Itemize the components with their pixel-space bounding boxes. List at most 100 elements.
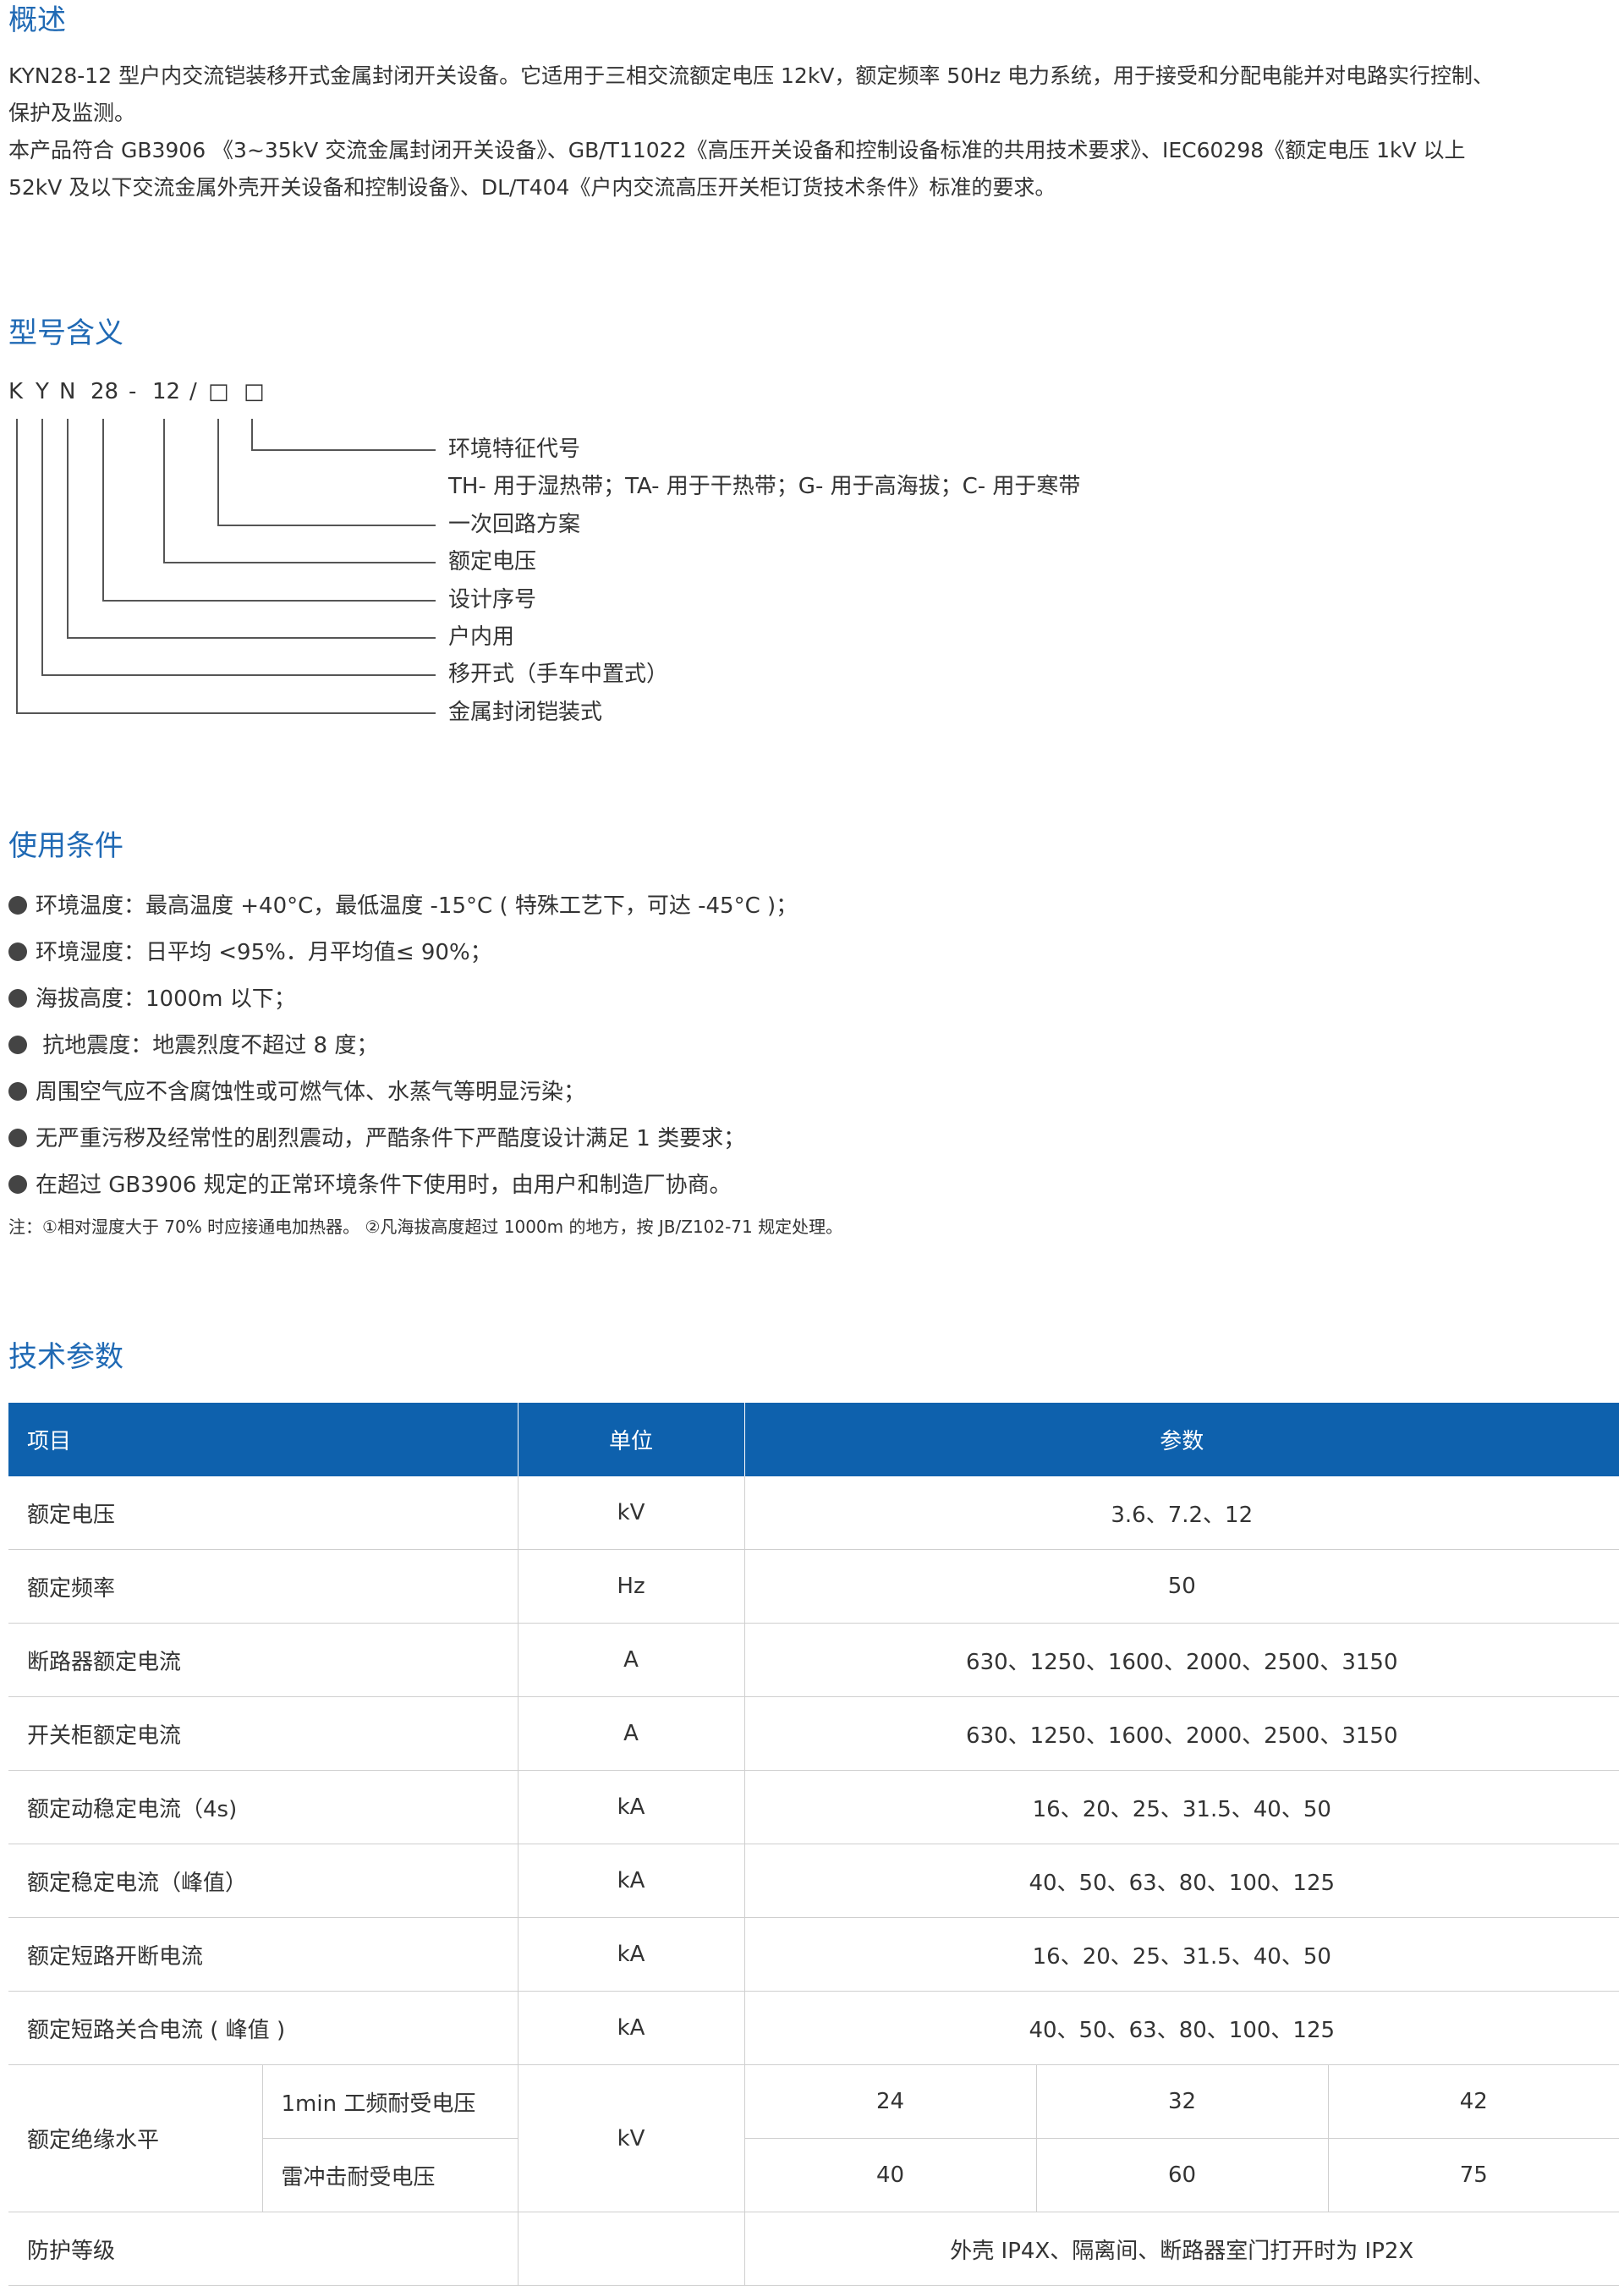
insulation-sub1-value: 24 <box>744 2064 1037 2139</box>
overview-title: 概述 <box>8 3 66 37</box>
overview-para2-line2: 52kV 及以下交流金属外壳开关设备和控制设备》、DL/T404《户内交流高压开… <box>8 175 1056 200</box>
row-item: 防护等级 <box>8 2212 518 2286</box>
table-row: 额定频率 Hz 50 <box>8 1549 1620 1624</box>
model-letter-12: 12 <box>152 379 181 404</box>
conditions-list: 环境温度：最高温度 +40°C，最低温度 -15°C ( 特殊工艺下，可达 -4… <box>8 883 798 1209</box>
model-letter-dash: - <box>129 379 137 404</box>
leader-withdrawable <box>41 419 436 676</box>
row-unit: kA <box>518 1770 745 1844</box>
row-item: 额定短路开断电流 <box>8 1917 518 1992</box>
table-row: 额定电压 kV 3.6、7.2、12 <box>8 1476 1620 1550</box>
table-row: 额定短路关合电流 ( 峰值 ) kA 40、50、63、80、100、125 <box>8 1991 1620 2065</box>
model-letter-28: 28 <box>91 379 119 404</box>
model-letter-slash: / <box>189 379 197 404</box>
legend-withdrawable: 移开式（手车中置式） <box>448 662 669 687</box>
row-value: 630、1250、1600、2000、2500、3150 <box>744 1623 1620 1697</box>
row-item: 额定短路关合电流 ( 峰值 ) <box>8 1991 518 2065</box>
row-unit: kA <box>518 1991 745 2065</box>
legend-env-details: TH- 用于湿热带；TA- 用于干热带；G- 用于高海拔；C- 用于寒带 <box>448 474 1081 499</box>
insulation-sub2-value: 75 <box>1328 2138 1620 2212</box>
row-item: 额定动稳定电流（4s) <box>8 1770 518 1844</box>
row-unit-empty <box>518 2212 745 2286</box>
condition-item: 环境湿度：日平均 <95%．月平均值≤ 90%； <box>8 930 798 976</box>
header-param: 参数 <box>744 1403 1620 1476</box>
bullet-icon <box>8 1082 27 1101</box>
leader-env-code <box>251 419 436 451</box>
row-value: 40、50、63、80、100、125 <box>744 1991 1620 2065</box>
legend-indoor: 户内用 <box>448 624 515 650</box>
insulation-unit: kV <box>518 2064 745 2212</box>
row-unit: Hz <box>518 1549 745 1624</box>
row-unit: kV <box>518 1476 745 1550</box>
leader-indoor <box>67 419 436 639</box>
model-letter-y: Y <box>36 379 49 404</box>
row-value: 外壳 IP4X、隔离间、断路器室门打开时为 IP2X <box>744 2212 1620 2286</box>
model-title: 型号含义 <box>8 316 123 350</box>
row-unit: kA <box>518 1917 745 1992</box>
row-value: 16、20、25、31.5、40、50 <box>744 1917 1620 1992</box>
row-item: 额定频率 <box>8 1549 518 1624</box>
model-box-1: □ <box>208 379 229 404</box>
table-row-insulation-2: 雷冲击耐受电压 40 60 75 <box>8 2138 1620 2212</box>
condition-item: 周围空气应不含腐蚀性或可燃气体、水蒸气等明显污染； <box>8 1069 798 1116</box>
row-value: 50 <box>744 1549 1620 1624</box>
row-value: 630、1250、1600、2000、2500、3150 <box>744 1696 1620 1771</box>
legend-design-no: 设计序号 <box>448 587 537 613</box>
insulation-sub2-value: 60 <box>1036 2138 1329 2212</box>
insulation-sub1-value: 32 <box>1036 2064 1329 2139</box>
model-leader-lines <box>16 419 436 714</box>
table-row: 开关柜额定电流 A 630、1250、1600、2000、2500、3150 <box>8 1696 1620 1771</box>
legend-armored: 金属封闭铠装式 <box>448 700 603 725</box>
model-box-2: □ <box>244 379 265 404</box>
bullet-icon <box>8 1036 27 1054</box>
legend-circuit-scheme: 一次回路方案 <box>448 512 581 537</box>
conditions-note: 注：①相对湿度大于 70% 时应接通电加热器。 ②凡海拔高度超过 1000m 的… <box>8 1217 843 1237</box>
conditions-title: 使用条件 <box>8 829 123 863</box>
overview-para1-line1: KYN28-12 型户内交流铠装移开式金属封闭开关设备。它适用于三相交流额定电压… <box>8 63 1495 88</box>
condition-item: 在超过 GB3906 规定的正常环境条件下使用时，由用户和制造厂协商。 <box>8 1162 798 1209</box>
table-header-row: 项目 单位 参数 <box>8 1403 1620 1476</box>
row-item: 断路器额定电流 <box>8 1623 518 1697</box>
leader-armored <box>16 419 436 714</box>
model-letter-k: K <box>8 379 24 404</box>
table-row-protection: 防护等级 外壳 IP4X、隔离间、断路器室门打开时为 IP2X <box>8 2212 1620 2286</box>
row-value: 16、20、25、31.5、40、50 <box>744 1770 1620 1844</box>
overview-para1-line2: 保护及监测。 <box>8 101 136 125</box>
table-row: 断路器额定电流 A 630、1250、1600、2000、2500、3150 <box>8 1623 1620 1697</box>
insulation-sub1-value: 42 <box>1328 2064 1620 2139</box>
leader-circuit-scheme <box>217 419 436 526</box>
bullet-icon <box>8 942 27 961</box>
model-letter-n: N <box>59 379 76 404</box>
insulation-sub1-label: 1min 工频耐受电压 <box>262 2064 518 2139</box>
overview-body: KYN28-12 型户内交流铠装移开式金属封闭开关设备。它适用于三相交流额定电压… <box>8 58 1616 206</box>
insulation-sub2-value: 40 <box>744 2138 1037 2212</box>
overview-para2-line1: 本产品符合 GB3906 《3~35kV 交流金属封闭开关设备》、GB/T110… <box>8 138 1466 162</box>
legend-env-code: 环境特征代号 <box>448 437 581 462</box>
row-item-insulation: 额定绝缘水平 <box>8 2064 263 2212</box>
condition-item: 环境温度：最高温度 +40°C，最低温度 -15°C ( 特殊工艺下，可达 -4… <box>8 883 798 930</box>
header-item: 项目 <box>8 1403 518 1476</box>
bullet-icon <box>8 896 27 915</box>
header-unit: 单位 <box>518 1403 745 1476</box>
condition-item: 抗地震度：地震烈度不超过 8 度； <box>8 1023 798 1069</box>
tech-params-table: 项目 单位 参数 额定电压 kV 3.6、7.2、12 额定频率 Hz 50 断… <box>8 1403 1620 2286</box>
insulation-sub2-label: 雷冲击耐受电压 <box>262 2138 518 2212</box>
row-value: 40、50、63、80、100、125 <box>744 1844 1620 1918</box>
table-row: 额定动稳定电流（4s) kA 16、20、25、31.5、40、50 <box>8 1770 1620 1844</box>
table-row: 额定短路开断电流 kA 16、20、25、31.5、40、50 <box>8 1917 1620 1992</box>
condition-item: 无严重污秽及经常性的剧烈震动，严酷条件下严酷度设计满足 1 类要求； <box>8 1116 798 1162</box>
table-row-insulation: 额定绝缘水平 1min 工频耐受电压 kV 24 32 42 <box>8 2064 1620 2212</box>
table-row: 额定稳定电流（峰值） kA 40、50、63、80、100、125 <box>8 1844 1620 1918</box>
tech-title: 技术参数 <box>8 1340 123 1374</box>
row-unit: A <box>518 1696 745 1771</box>
bullet-icon <box>8 1175 27 1194</box>
row-item: 开关柜额定电流 <box>8 1696 518 1771</box>
row-value: 3.6、7.2、12 <box>744 1476 1620 1550</box>
leader-rated-voltage <box>163 419 436 563</box>
condition-item: 海拔高度：1000m 以下； <box>8 976 798 1023</box>
row-item: 额定稳定电流（峰值） <box>8 1844 518 1918</box>
row-unit: A <box>518 1623 745 1697</box>
legend-rated-voltage: 额定电压 <box>448 549 537 574</box>
bullet-icon <box>8 1129 27 1147</box>
